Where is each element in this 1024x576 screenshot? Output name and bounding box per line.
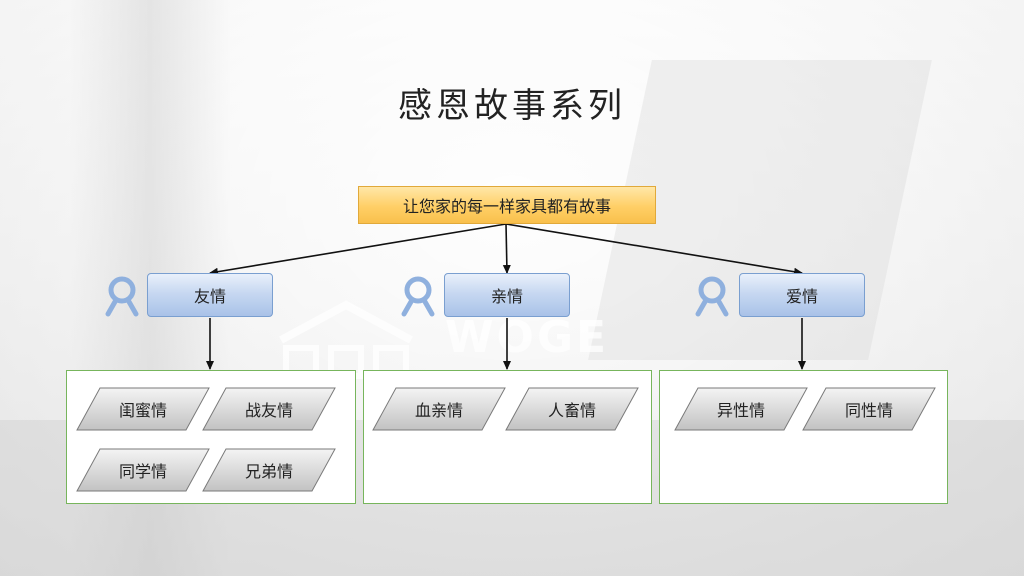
person-icon: [105, 276, 139, 317]
item-label: 兄弟情: [244, 462, 293, 481]
connector-root-cat2: [502, 223, 511, 274]
item-label: 闺蜜情: [118, 401, 167, 420]
connector-root-cat1: [209, 223, 507, 276]
person-icon: [401, 276, 435, 317]
root-node: 让您家的每一样家具都有故事: [358, 186, 656, 224]
item-node: 战友情: [202, 387, 336, 431]
category-node-friendship: 友情: [147, 273, 273, 317]
connector-root-cat3: [505, 223, 803, 276]
item-node: 兄弟情: [202, 448, 336, 492]
person-icon: [695, 276, 729, 317]
item-node: 闺蜜情: [76, 387, 210, 431]
category-node-love: 爱情: [739, 273, 865, 317]
item-label: 异性情: [716, 401, 765, 420]
item-node: 同性情: [802, 387, 936, 431]
item-label: 同性情: [844, 401, 893, 420]
item-node: 同学情: [76, 448, 210, 492]
item-label: 战友情: [244, 401, 293, 420]
item-node: 异性情: [674, 387, 808, 431]
watermark-text: WOGE: [445, 312, 610, 363]
item-label: 血亲情: [414, 401, 463, 420]
page-title: 感恩故事系列: [398, 86, 626, 126]
item-node: 人畜情: [505, 387, 639, 431]
item-node: 血亲情: [372, 387, 506, 431]
item-label: 人畜情: [547, 401, 596, 420]
item-label: 同学情: [118, 462, 167, 481]
category-node-family: 亲情: [444, 273, 570, 317]
